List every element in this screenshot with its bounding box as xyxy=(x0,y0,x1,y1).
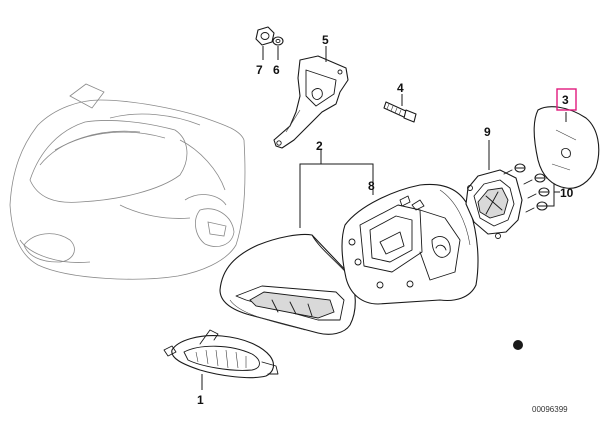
callout-7: 7 xyxy=(256,63,263,77)
callout-3: 3 xyxy=(562,93,569,107)
callout-2: 2 xyxy=(316,139,323,153)
leader-8 xyxy=(321,163,374,195)
callout-9: 9 xyxy=(484,125,491,139)
callout-5: 5 xyxy=(322,33,329,47)
callout-4: 4 xyxy=(397,81,404,95)
mirror-base-8 xyxy=(341,183,479,305)
callout-1: 1 xyxy=(197,393,204,407)
bracket-5 xyxy=(273,55,349,149)
callout-10: 10 xyxy=(560,186,574,200)
callout-6: 6 xyxy=(273,63,280,77)
callout-8: 8 xyxy=(368,179,375,193)
bolt-4 xyxy=(383,101,417,123)
indicator-1 xyxy=(163,329,279,379)
adjuster-9 xyxy=(465,169,523,239)
screws-10 xyxy=(503,163,550,213)
washer-6 xyxy=(272,36,284,46)
mirror-glass-3 xyxy=(533,106,600,189)
mirror-housing-2 xyxy=(219,233,356,335)
fairing-outline xyxy=(9,83,246,280)
drawing-number: 00096399 xyxy=(532,405,568,414)
filled-dot-icon xyxy=(513,340,523,350)
leader-2 xyxy=(299,150,322,228)
nut-7 xyxy=(255,26,275,46)
highlight-box-3 xyxy=(556,88,577,111)
